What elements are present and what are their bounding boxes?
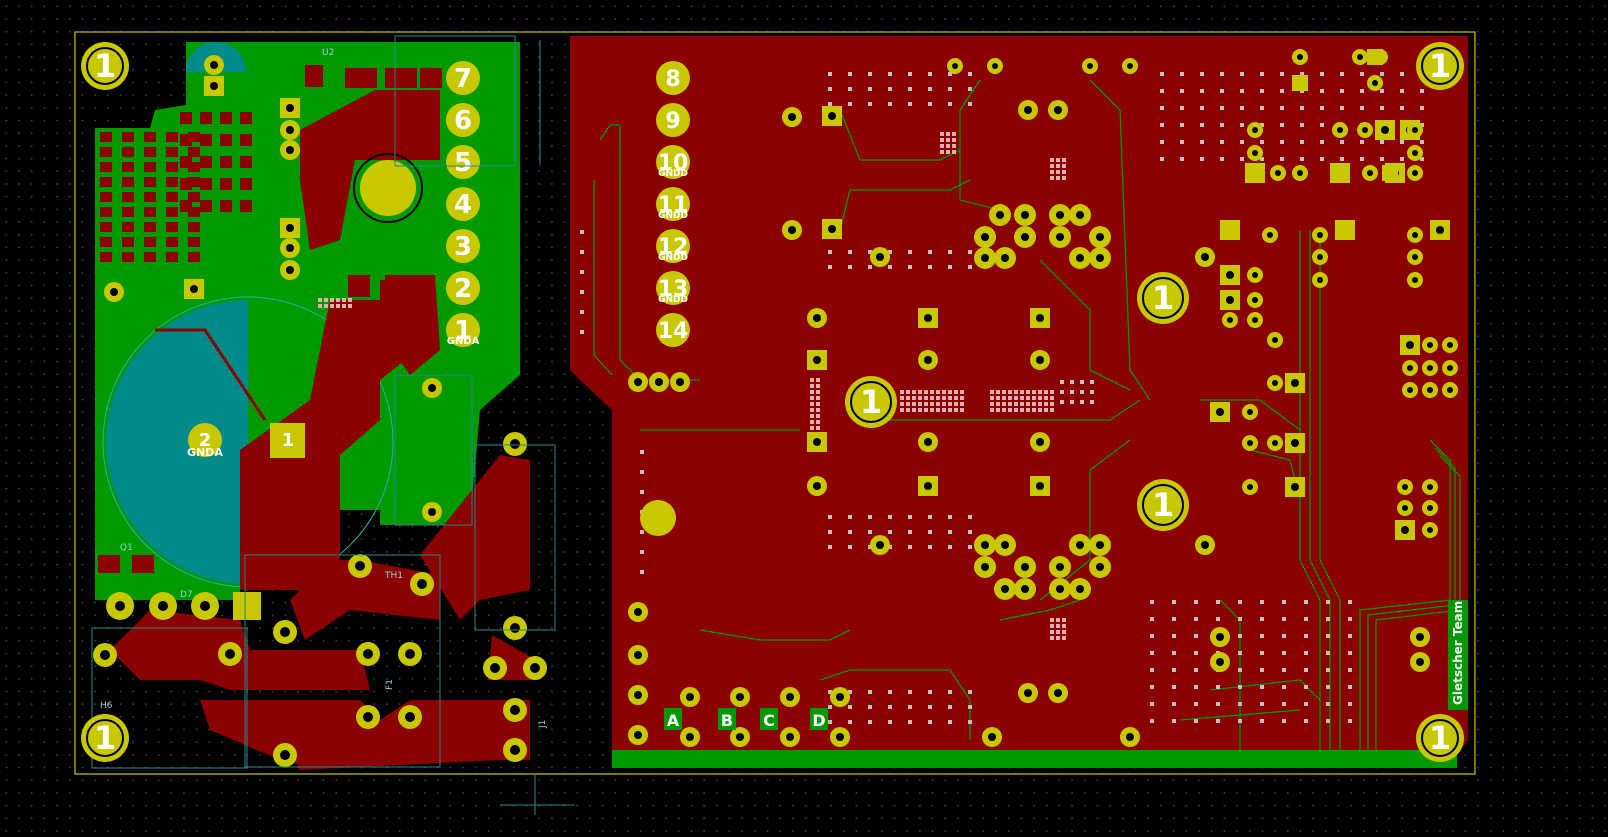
connector-center-pin-label: 11 xyxy=(658,193,689,218)
connector-center-net-label: GNDD xyxy=(658,169,688,179)
fiducial-pad xyxy=(640,500,676,536)
refdes-q: Q1 xyxy=(120,543,133,553)
board-vertical-label: Gletscher Team xyxy=(1448,600,1468,710)
header-label-a: A xyxy=(667,711,680,730)
connector-center-pin-label: 10 xyxy=(658,151,689,176)
thermal-via-arrays xyxy=(318,132,1066,640)
mounting-hole-label: 1 xyxy=(860,383,882,421)
front-copper-pour-main xyxy=(570,36,1468,768)
connector-left-pin-label: 7 xyxy=(454,64,472,94)
header-label-d: D xyxy=(812,711,825,730)
mounting-hole xyxy=(1416,714,1464,762)
connector-center-pin-label: 8 xyxy=(665,67,680,92)
connector-left-pin xyxy=(446,271,480,305)
connector-left-pin xyxy=(446,103,480,137)
cap-pad-1-label: 1 xyxy=(282,430,295,451)
capacitor-c1-pads[interactable]: 2 1 GNDA xyxy=(187,423,305,459)
refdes-d7: D7 xyxy=(180,590,193,600)
connector-left-pin xyxy=(446,187,480,221)
cap-pad-net-label: GNDA xyxy=(187,446,223,459)
header-letter-labels: A B C D xyxy=(664,708,828,730)
header-label-b: B xyxy=(721,711,733,730)
mounting-hole xyxy=(81,714,129,762)
connector-left-pin xyxy=(446,61,480,95)
mounting-hole xyxy=(1137,479,1189,531)
connector-center-pin xyxy=(656,313,690,347)
via-field xyxy=(580,72,1424,724)
connector-center-pin xyxy=(656,145,690,179)
connector-center-pin-label: 12 xyxy=(658,235,689,260)
header-label-c: C xyxy=(763,711,775,730)
refdes-u2: U2 xyxy=(322,48,334,58)
connector-left-pin xyxy=(446,313,480,347)
connector-center-net-label: GNDD xyxy=(658,253,688,263)
mounting-hole xyxy=(81,42,129,90)
smd-component-cluster xyxy=(100,112,267,421)
connector-center-pin-label: 13 xyxy=(658,277,689,302)
svg-text:Gletscher Team: Gletscher Team xyxy=(1451,601,1465,705)
connector-left-pin xyxy=(446,145,480,179)
connector-center-net-label: GNDD xyxy=(658,295,688,305)
refdes-th1: TH1 xyxy=(384,571,403,581)
connector-center-pin xyxy=(656,229,690,263)
mounting-hole-label: 1 xyxy=(1152,486,1174,524)
electrolytic-cap-pad xyxy=(353,153,423,223)
connector-center-pin xyxy=(656,271,690,305)
mounting-hole-label: 1 xyxy=(1152,279,1174,317)
mounting-hole-label: 1 xyxy=(94,719,116,757)
connector-center-pin xyxy=(656,187,690,221)
mounting-hole-label: 1 xyxy=(1429,719,1451,757)
refdes-h6: H6 xyxy=(100,701,113,711)
cap-pad-2-label: 2 xyxy=(199,430,212,451)
connector-center-pin xyxy=(656,61,690,95)
bottom-left-pad-row xyxy=(93,432,547,767)
refdes-f1: F1 xyxy=(385,679,395,690)
connector-left-pin-label: 1 xyxy=(454,316,472,346)
connector-left-pin-label: 5 xyxy=(454,148,472,178)
board-edge-outline xyxy=(74,31,1476,775)
mounting-hole xyxy=(845,376,897,428)
mounting-hole xyxy=(1416,42,1464,90)
connector-left-pin-label: 3 xyxy=(454,232,472,262)
mounting-hole-label: 1 xyxy=(94,47,116,85)
connector-center-pin-label: 9 xyxy=(665,109,680,134)
mounting-hole xyxy=(1137,272,1189,324)
mounting-hole-label: 1 xyxy=(1429,47,1451,85)
connector-left-pin-label: 2 xyxy=(454,274,472,304)
connector-left-net-label: GNDA xyxy=(447,336,480,347)
connector-center-pin-label: 14 xyxy=(658,319,689,344)
refdes-j1: J1 xyxy=(538,720,548,729)
connector-left-pin-label: 6 xyxy=(454,106,472,136)
connector-center-net-label: GNDD xyxy=(658,211,688,221)
silkscreen-outlines xyxy=(91,35,575,815)
connector-center-pin xyxy=(656,103,690,137)
silkscreen-refdes: TH1 D7 H6 U2 Q1 J1 F1 xyxy=(100,48,548,729)
connector-left-pin-label: 4 xyxy=(454,190,472,220)
connector-left-pin xyxy=(446,229,480,263)
through-hole-pads xyxy=(104,49,1458,747)
